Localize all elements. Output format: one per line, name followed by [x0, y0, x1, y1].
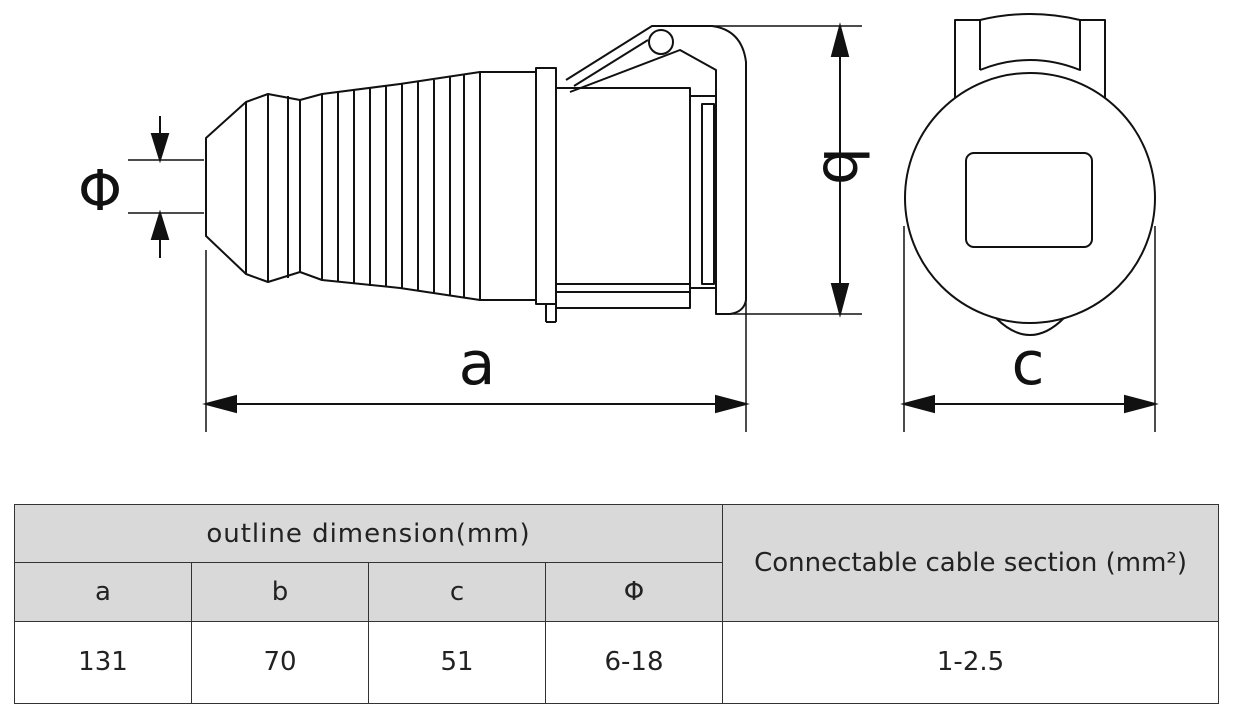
cable-section-header: Connectable cable section (mm²) [722, 504, 1220, 622]
b-label: b [809, 147, 879, 185]
socket-body [556, 87, 691, 309]
outline-dimension-header: outline dimension(mm) [13, 503, 724, 564]
phi-label: Φ [78, 159, 122, 224]
cable-section-value: 1-2.5 [722, 620, 1220, 705]
dim-a-arrow-right [715, 394, 750, 414]
a-label: a [459, 329, 496, 399]
column-header-a: a [14, 562, 192, 622]
value-phi: 6-18 [544, 620, 724, 705]
cable-end [205, 93, 301, 283]
dim-b-arrow-bottom [830, 283, 850, 318]
front-view-window [965, 152, 1093, 248]
c-label: c [1012, 329, 1045, 399]
technical-drawing: Φ a c b [78, 13, 1159, 432]
value-c: 51 [368, 620, 546, 705]
column-header-phi: Φ [544, 562, 724, 622]
dim-c-arrow-left [900, 394, 935, 414]
column-header-b: b [191, 562, 369, 622]
value-b: 70 [191, 620, 369, 705]
dim-a-arrow-left [202, 394, 237, 414]
ribbed-body [299, 71, 481, 301]
specification-table: outline dimension(mm) Connectable cable … [13, 503, 1220, 705]
dim-phi-arrow-top [150, 133, 170, 164]
dim-b-arrow-top [830, 22, 850, 57]
table-row: 131 70 51 6-18 1-2.5 [14, 620, 1220, 705]
connector-outline-svg: Φ a c b [78, 13, 1159, 432]
front-view-body [904, 72, 1156, 324]
collar [479, 71, 537, 301]
hinged-lid [565, 25, 747, 315]
column-header-c: c [368, 562, 546, 622]
dim-phi-arrow-bottom [150, 209, 170, 240]
dim-c-arrow-right [1124, 394, 1159, 414]
value-a: 131 [14, 620, 192, 705]
